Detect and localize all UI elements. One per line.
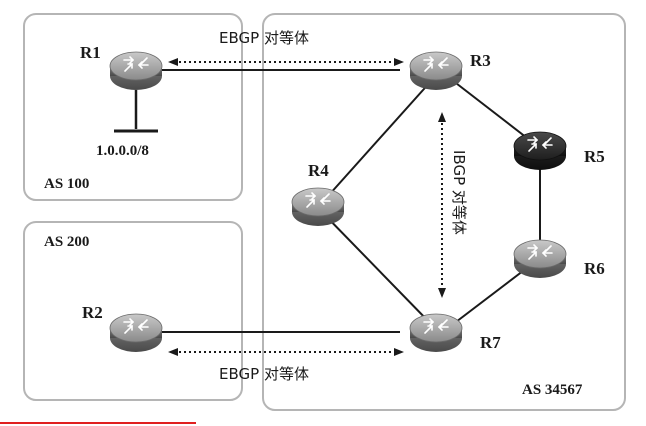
as100-label: AS 100	[44, 176, 89, 192]
as200-area	[23, 221, 243, 401]
router-r1-label: R1	[80, 43, 101, 62]
router-r3-label: R3	[470, 51, 491, 70]
router-r7-label: R7	[480, 333, 501, 352]
router-r7-icon[interactable]	[409, 313, 463, 352]
as34567-area	[262, 13, 626, 411]
link-r3-r4	[319, 79, 433, 206]
router-r1-icon[interactable]	[109, 51, 163, 90]
ebgp-peering-top-arrow	[168, 58, 404, 66]
link-r4-r7	[319, 209, 433, 326]
as200-label: AS 200	[44, 234, 89, 250]
as34567-label: AS 34567	[522, 382, 583, 398]
router-r5-icon[interactable]	[513, 131, 567, 170]
router-r3-icon[interactable]	[409, 51, 463, 90]
ibgp-peering-arrow	[438, 112, 446, 298]
network-prefix-label: 1.0.0.0/8	[96, 143, 149, 159]
ebgp-peering-top-label: EBGP 对等体	[219, 29, 309, 47]
router-r4-label: R4	[308, 161, 329, 180]
router-r2-icon[interactable]	[109, 313, 163, 352]
ibgp-peering-label: IBGP 对等体	[450, 150, 468, 235]
router-r2-label: R2	[82, 303, 103, 322]
router-r5-label: R5	[584, 147, 605, 166]
router-r6-label: R6	[584, 259, 605, 278]
router-r4-icon[interactable]	[291, 187, 345, 226]
ebgp-peering-bottom-arrow	[168, 348, 404, 356]
as100-area	[23, 13, 243, 201]
router-r6-icon[interactable]	[513, 239, 567, 278]
ebgp-peering-bottom-label: EBGP 对等体	[219, 365, 309, 383]
